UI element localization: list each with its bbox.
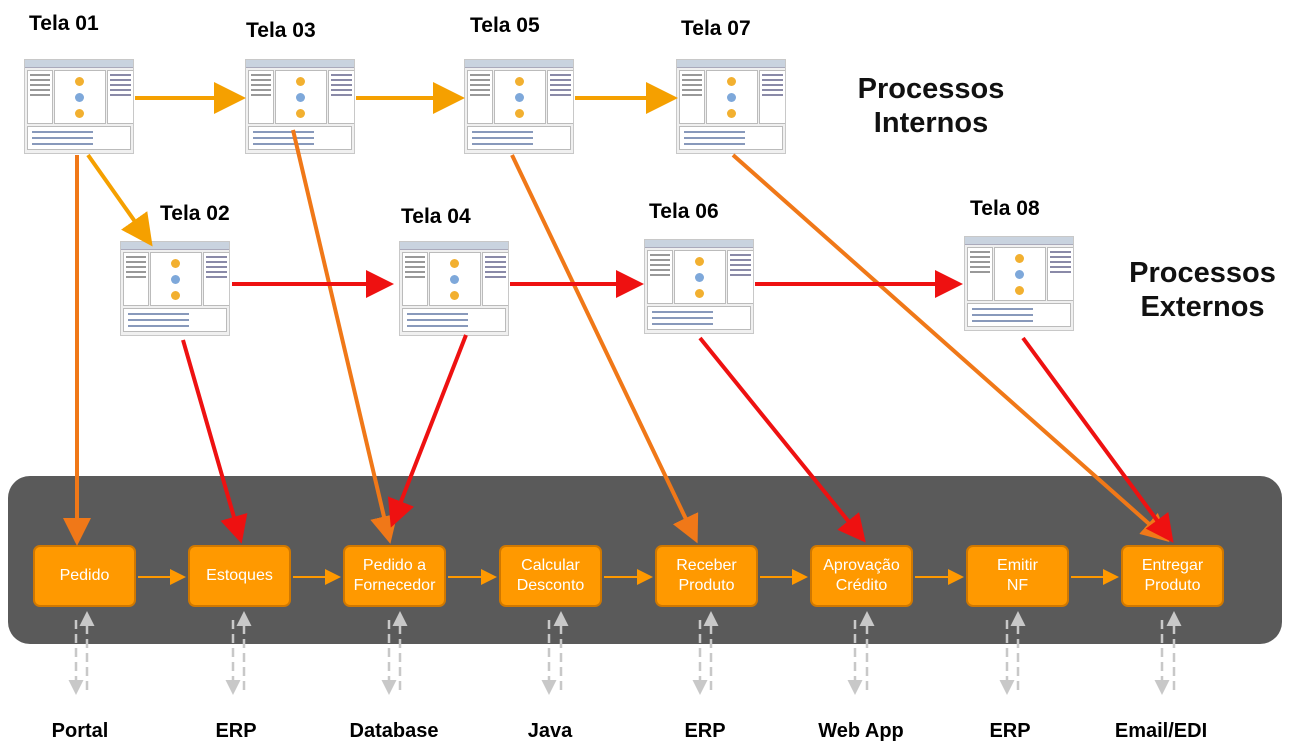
tela-02-label: Tela 02 — [160, 202, 230, 225]
system-label-web-app: Web App — [818, 720, 904, 742]
arrow-tela07-entregar-produto — [731, 153, 1170, 542]
arrow-tela02-estoques — [181, 339, 248, 544]
step-estoques[interactable]: Estoques — [188, 545, 291, 607]
system-label-erp: ERP — [684, 720, 726, 742]
tela-01-label: Tela 01 — [29, 12, 99, 35]
step-receber-produto[interactable]: Receber Produto — [655, 545, 758, 607]
step-label: Receber Produto — [676, 557, 737, 594]
tela-07-label: Tela 07 — [681, 17, 751, 40]
arrow-tela08-entregar-produto — [1021, 336, 1174, 543]
system-label-erp: ERP — [215, 720, 257, 742]
tela-06-thumbnail[interactable] — [644, 239, 754, 334]
tela-01-thumbnail[interactable] — [24, 59, 134, 154]
step-entregar-produto[interactable]: Entregar Produto — [1121, 545, 1224, 607]
step-label: Emitir NF — [997, 557, 1038, 594]
tela-07-thumbnail[interactable] — [676, 59, 786, 154]
step-pedido-a-fornecedor[interactable]: Pedido a Fornecedor — [343, 545, 446, 607]
arrow-tela03-pedido-fornecedor — [291, 129, 398, 544]
arrow-tela06-aprovacao-credito — [698, 336, 866, 543]
tela-05-thumbnail[interactable] — [464, 59, 574, 154]
step-aprovacao-credito[interactable]: Aprovação Crédito — [810, 545, 913, 607]
system-label-database: Database — [349, 720, 439, 742]
step-label: Entregar Produto — [1141, 557, 1204, 594]
arrow-tela04-pedido-fornecedor — [387, 334, 468, 528]
step-label: Calcular Desconto — [516, 557, 585, 594]
system-label-portal: Portal — [51, 720, 109, 742]
step-label: Aprovação Crédito — [823, 557, 900, 594]
external-processes-title: Processos Externos — [1129, 257, 1276, 323]
step-label: Pedido a Fornecedor — [353, 557, 436, 594]
step-emitir-nf[interactable]: Emitir NF — [966, 545, 1069, 607]
arrow-tela05-receber-produto — [510, 154, 699, 544]
arrow-tela01-tela02 — [86, 153, 153, 247]
step-calcular-desconto[interactable]: Calcular Desconto — [499, 545, 602, 607]
step-pedido[interactable]: Pedido — [33, 545, 136, 607]
tela-03-label: Tela 03 — [246, 19, 316, 42]
tela-06-label: Tela 06 — [649, 200, 719, 223]
system-label-email-edi: Email/EDI — [1114, 720, 1208, 742]
system-label-erp: ERP — [989, 720, 1031, 742]
tela-08-thumbnail[interactable] — [964, 236, 1074, 331]
tela-05-label: Tela 05 — [470, 14, 540, 37]
tela-04-thumbnail[interactable] — [399, 241, 509, 336]
step-label: Pedido — [59, 567, 110, 584]
tela-02-thumbnail[interactable] — [120, 241, 230, 336]
internal-processes-title: Processos Internos — [857, 73, 1005, 139]
step-label: Estoques — [206, 567, 273, 584]
tela-08-label: Tela 08 — [970, 197, 1040, 220]
tela-04-label: Tela 04 — [401, 205, 471, 228]
system-label-java: Java — [527, 720, 573, 742]
